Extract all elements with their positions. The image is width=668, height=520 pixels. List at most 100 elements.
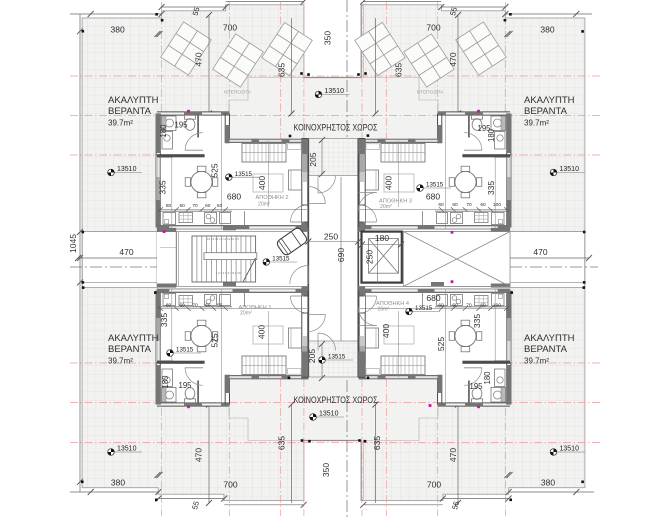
svg-text:ΑΚΑΛΥΠΤΗ: ΑΚΑΛΥΠΤΗ [108, 333, 159, 344]
svg-text:400: 400 [384, 176, 394, 190]
svg-text:13515: 13515 [235, 171, 253, 178]
svg-text:ΚΟΙΝΟΧΡΗΣΤΟΣ ΧΩΡΟΣ: ΚΟΙΝΟΧΡΗΣΤΟΣ ΧΩΡΟΣ [294, 395, 378, 405]
svg-text:195: 195 [178, 381, 192, 390]
svg-text:55: 55 [448, 6, 459, 16]
svg-text:60: 60 [452, 303, 458, 309]
svg-text:60: 60 [217, 203, 223, 209]
svg-text:13510: 13510 [325, 88, 345, 95]
svg-text:60: 60 [480, 202, 486, 208]
svg-text:700: 700 [427, 480, 441, 490]
svg-text:335: 335 [159, 313, 169, 327]
svg-text:ΒΕΡΑΝΤΑ: ΒΕΡΑΝΤΑ [108, 344, 152, 355]
svg-text:680: 680 [426, 192, 440, 202]
svg-text:470: 470 [119, 247, 133, 257]
svg-text:55: 55 [190, 500, 201, 510]
svg-text:20m²: 20m² [240, 311, 252, 317]
svg-text:470: 470 [194, 448, 204, 462]
svg-text:335: 335 [486, 181, 496, 195]
svg-text:195: 195 [477, 124, 491, 133]
svg-text:400: 400 [257, 325, 267, 339]
svg-text:39.7m²: 39.7m² [524, 119, 549, 128]
svg-text:525: 525 [210, 333, 220, 347]
svg-text:525: 525 [436, 337, 446, 351]
svg-text:80: 80 [166, 303, 172, 309]
svg-text:60: 60 [438, 202, 444, 208]
svg-text:ΑΠΟΘΗΚΗ 1: ΑΠΟΘΗΚΗ 1 [239, 305, 272, 311]
svg-text:180: 180 [161, 375, 170, 389]
svg-text:690: 690 [336, 248, 346, 262]
svg-text:ΒΕΡΑΝΤΑ: ΒΕΡΑΝΤΑ [524, 106, 568, 117]
svg-text:525: 525 [209, 163, 219, 177]
svg-text:335: 335 [158, 180, 168, 194]
svg-text:70: 70 [192, 303, 198, 309]
svg-text:13510: 13510 [117, 166, 137, 173]
svg-text:380: 380 [540, 25, 554, 35]
svg-text:13510: 13510 [560, 166, 580, 173]
svg-text:60: 60 [452, 202, 458, 208]
svg-text:250: 250 [324, 232, 338, 242]
svg-text:ΒΕΡΑΝΤΑ: ΒΕΡΑΝΤΑ [524, 344, 568, 355]
svg-text:470: 470 [533, 247, 547, 257]
svg-text:635: 635 [276, 436, 286, 450]
svg-text:70: 70 [192, 203, 198, 209]
svg-text:195: 195 [174, 121, 188, 130]
svg-text:ΝΤΕΠΟΖΙΤΑ: ΝΤΕΠΟΖΙΤΑ [417, 90, 445, 96]
svg-text:180: 180 [487, 128, 496, 142]
svg-text:350: 350 [323, 31, 333, 45]
svg-text:60: 60 [217, 303, 223, 309]
svg-text:ΚΟΙΝΟΧΡΗΣΤΟΣ ΧΩΡΟΣ: ΚΟΙΝΟΧΡΗΣΤΟΣ ΧΩΡΟΣ [294, 123, 378, 133]
svg-text:60: 60 [205, 203, 211, 209]
svg-text:ΑΚΑΛΥΠΤΗ: ΑΚΑΛΥΠΤΗ [524, 333, 575, 344]
svg-text:1 2 3 4 5 6 7 8 9 10: 1 2 3 4 5 6 7 8 9 10 [216, 271, 241, 275]
svg-text:55: 55 [450, 500, 461, 510]
svg-text:680: 680 [426, 293, 440, 303]
svg-text:ΑΚΑΛΥΠΤΗ: ΑΚΑΛΥΠΤΗ [524, 95, 575, 106]
svg-text:635: 635 [394, 63, 404, 77]
svg-text:380: 380 [541, 477, 555, 487]
svg-text:ΑΠΟΘΗΚΗ 2: ΑΠΟΘΗΚΗ 2 [256, 195, 289, 201]
svg-text:205: 205 [308, 152, 318, 166]
svg-text:400: 400 [257, 176, 267, 190]
svg-text:100: 100 [493, 303, 501, 309]
svg-text:ΝΤΕΠΟΖΙΤΑ: ΝΤΕΠΟΖΙΤΑ [224, 90, 252, 96]
svg-text:20m²: 20m² [380, 204, 392, 210]
svg-text:13515: 13515 [272, 256, 290, 263]
svg-text:60: 60 [438, 303, 444, 309]
svg-text:380: 380 [111, 25, 125, 35]
svg-text:250: 250 [365, 250, 375, 264]
svg-text:100: 100 [493, 202, 501, 208]
svg-text:700: 700 [223, 480, 237, 490]
svg-text:195: 195 [469, 382, 483, 391]
svg-text:180: 180 [483, 371, 492, 385]
svg-text:60: 60 [180, 303, 186, 309]
svg-text:39.7m²: 39.7m² [108, 119, 133, 128]
svg-text:350: 350 [321, 463, 331, 477]
svg-text:335: 335 [472, 314, 482, 328]
svg-text:180: 180 [375, 233, 389, 243]
svg-text:470: 470 [448, 52, 458, 66]
svg-text:13515: 13515 [426, 182, 444, 189]
svg-text:13510: 13510 [117, 446, 137, 453]
svg-text:80: 80 [166, 203, 172, 209]
svg-text:ΑΚΑΛΥΠΤΗ: ΑΚΑΛΥΠΤΗ [108, 95, 159, 106]
svg-text:635: 635 [372, 436, 382, 450]
svg-text:400: 400 [381, 324, 391, 338]
svg-text:680: 680 [227, 192, 241, 202]
svg-text:470: 470 [448, 448, 458, 462]
svg-text:16 15 14 13 12 11 10 9 8: 16 15 14 13 12 11 10 9 8 [207, 237, 239, 241]
svg-text:60: 60 [180, 203, 186, 209]
svg-text:ΑΠΟΘΗΚΗ 3: ΑΠΟΘΗΚΗ 3 [379, 199, 412, 205]
svg-text:60: 60 [480, 303, 486, 309]
svg-text:39.7m²: 39.7m² [108, 357, 133, 366]
svg-text:20m²: 20m² [378, 307, 390, 313]
svg-text:39.7m²: 39.7m² [524, 357, 549, 366]
svg-text:ΒΕΡΑΝΤΑ: ΒΕΡΑΝΤΑ [108, 106, 152, 117]
svg-text:13515: 13515 [415, 305, 433, 312]
svg-text:180: 180 [159, 124, 168, 138]
svg-text:13515: 13515 [176, 347, 194, 354]
svg-text:205: 205 [307, 349, 317, 363]
svg-text:700: 700 [426, 22, 440, 32]
svg-text:700: 700 [223, 22, 237, 32]
svg-text:470: 470 [194, 52, 204, 66]
svg-text:ΑΠΟΘΗΚΗ 4: ΑΠΟΘΗΚΗ 4 [376, 301, 409, 307]
